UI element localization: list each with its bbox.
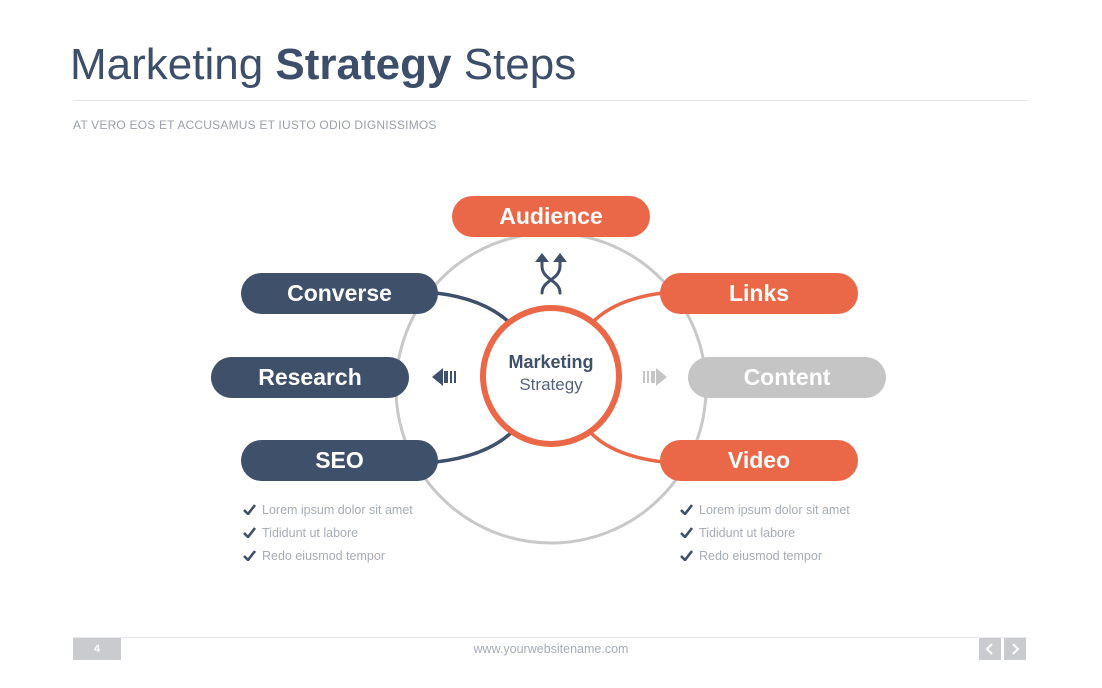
list-item: Lorem ipsum dolor sit amet — [243, 498, 413, 521]
check-icon — [243, 527, 256, 538]
step-audience[interactable]: Audience — [452, 196, 650, 237]
title-bold-part: Strategy — [275, 40, 452, 89]
left-checklist: Lorem ipsum dolor sit amet Tididunt ut l… — [243, 498, 413, 567]
connector-seo — [435, 430, 514, 464]
step-links[interactable]: Links — [660, 273, 858, 314]
title-divider — [73, 100, 1027, 101]
check-icon — [243, 504, 256, 515]
check-icon — [680, 504, 693, 515]
page-number: 4 — [73, 638, 121, 660]
list-item-text: Lorem ipsum dolor sit amet — [262, 502, 413, 517]
prev-slide-button[interactable] — [979, 638, 1001, 660]
center-label: Marketing Strategy — [486, 352, 616, 395]
title-part-2: Steps — [451, 40, 577, 89]
list-item: Tididunt ut labore — [243, 521, 413, 544]
list-item-text: Tididunt ut labore — [699, 525, 796, 540]
right-checklist: Lorem ipsum dolor sit amet Tididunt ut l… — [680, 498, 850, 567]
list-item-text: Lorem ipsum dolor sit amet — [699, 502, 850, 517]
list-item: Redo eiusmod tempor — [243, 544, 413, 567]
arrow-right-icon — [643, 368, 667, 386]
footer-url[interactable]: www.yourwebsitename.com — [473, 642, 629, 656]
connector-converse — [435, 291, 514, 327]
step-seo[interactable]: SEO — [241, 440, 438, 481]
center-label-line-2: Strategy — [519, 375, 583, 394]
step-converse[interactable]: Converse — [241, 273, 438, 314]
list-item-text: Redo eiusmod tempor — [699, 548, 822, 563]
check-icon — [680, 527, 693, 538]
page-title: Marketing Strategy Steps — [70, 40, 576, 90]
footer-divider — [73, 637, 1027, 638]
connector-video — [588, 430, 664, 464]
next-slide-button[interactable] — [1004, 638, 1026, 660]
merge-arrows-icon — [535, 253, 567, 295]
arrow-left-icon — [432, 368, 456, 386]
title-part-1: Marketing — [70, 40, 276, 89]
center-circle — [480, 305, 622, 447]
list-item: Redo eiusmod tempor — [680, 544, 850, 567]
step-content[interactable]: Content — [688, 357, 886, 398]
chevron-right-icon — [1012, 643, 1020, 655]
list-item-text: Tididunt ut labore — [262, 525, 359, 540]
check-icon — [243, 550, 256, 561]
step-research[interactable]: Research — [211, 357, 409, 398]
connector-links — [588, 291, 664, 327]
chevron-left-icon — [985, 643, 993, 655]
step-video[interactable]: Video — [660, 440, 858, 481]
list-item: Lorem ipsum dolor sit amet — [680, 498, 850, 521]
center-label-line-1: Marketing — [508, 352, 594, 372]
list-item: Tididunt ut labore — [680, 521, 850, 544]
check-icon — [680, 550, 693, 561]
list-item-text: Redo eiusmod tempor — [262, 548, 385, 563]
page-subtitle: AT VERO EOS ET ACCUSAMUS ET IUSTO ODIO D… — [73, 118, 437, 132]
